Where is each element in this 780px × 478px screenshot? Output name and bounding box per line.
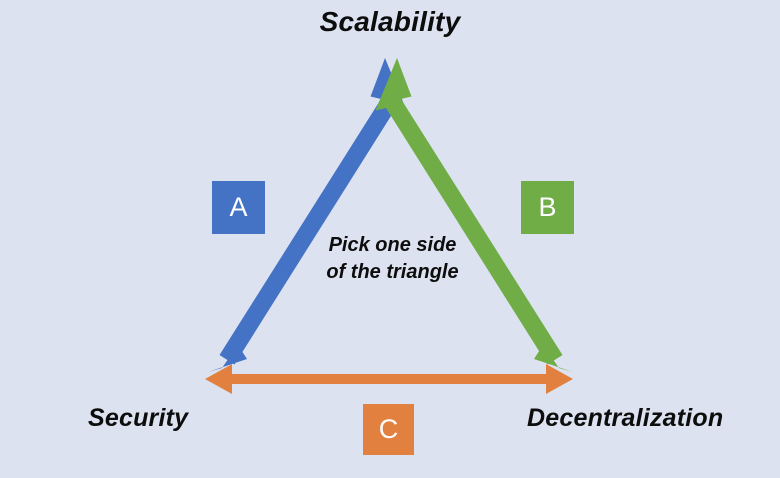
vertex-label-scalability: Scalability [319, 6, 461, 37]
edge-a-blue [208, 58, 407, 372]
edge-c-orange [205, 364, 573, 394]
side-badge-b[interactable]: B [521, 181, 574, 234]
center-instruction: Pick one side of the triangle [290, 232, 495, 286]
side-badge-c[interactable]: C [363, 404, 414, 455]
vertex-label-decentralization: Decentralization [527, 404, 724, 432]
side-badge-a[interactable]: A [212, 181, 265, 234]
center-instruction-line-2: of the triangle [326, 261, 459, 283]
edge-b-green [375, 58, 573, 372]
vertex-label-security: Security [88, 404, 189, 432]
center-instruction-line-1: Pick one side [328, 234, 457, 256]
